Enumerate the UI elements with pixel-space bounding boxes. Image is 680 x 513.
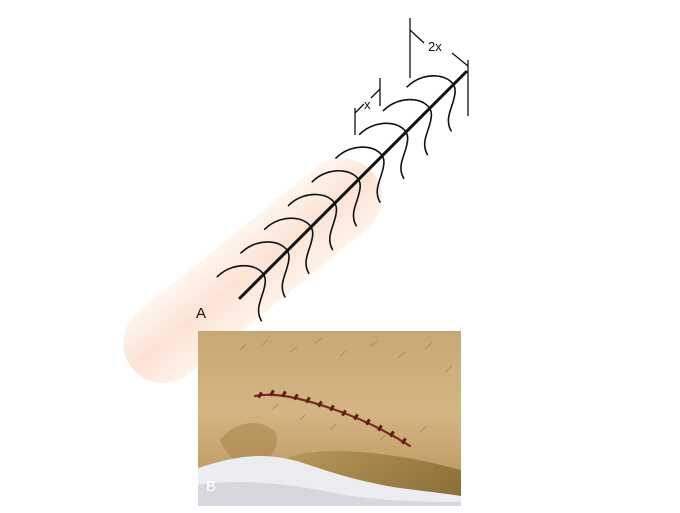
- suture-loops: [216, 75, 456, 322]
- photo-suture-mark: [341, 409, 347, 417]
- suture-loop: [263, 217, 314, 275]
- photo-suture-mark: [329, 404, 335, 412]
- suture-loop: [382, 98, 433, 156]
- photo-suture-mark: [269, 389, 275, 397]
- suture-loop: [216, 264, 267, 322]
- incision-line: [238, 70, 468, 300]
- panel-a-diagram: x 2x: [123, 18, 469, 383]
- photo-suture-mark: [389, 430, 395, 438]
- photo-suture-mark: [401, 437, 407, 445]
- dimension-label-2x: 2x: [428, 39, 442, 54]
- photo-suture-mark: [281, 390, 287, 398]
- dimension-label-x: x: [364, 97, 371, 112]
- suture-loop: [240, 241, 290, 298]
- photo-suture-mark: [353, 413, 359, 421]
- skin-capsule: [123, 158, 382, 383]
- photo-suture-mark: [365, 418, 371, 426]
- panel-b-photo: [198, 331, 461, 506]
- panel-label-a: A: [196, 305, 207, 322]
- suture-loop: [287, 193, 338, 251]
- photo-suture-mark: [317, 400, 323, 408]
- suture-loop: [335, 146, 385, 203]
- photo-suture-marks: [257, 389, 407, 445]
- dimension-marker-2x: [409, 18, 469, 116]
- suture-loop: [358, 122, 409, 180]
- dimension-marker-x: [354, 78, 381, 135]
- panel-label-b: B: [206, 478, 217, 495]
- suture-loop: [311, 169, 362, 227]
- photo-suture-mark: [293, 393, 299, 401]
- photo-suture-mark: [377, 424, 383, 432]
- suture-loop: [406, 75, 456, 132]
- photo-suture-mark: [257, 391, 263, 399]
- photo-suture-mark: [305, 396, 311, 404]
